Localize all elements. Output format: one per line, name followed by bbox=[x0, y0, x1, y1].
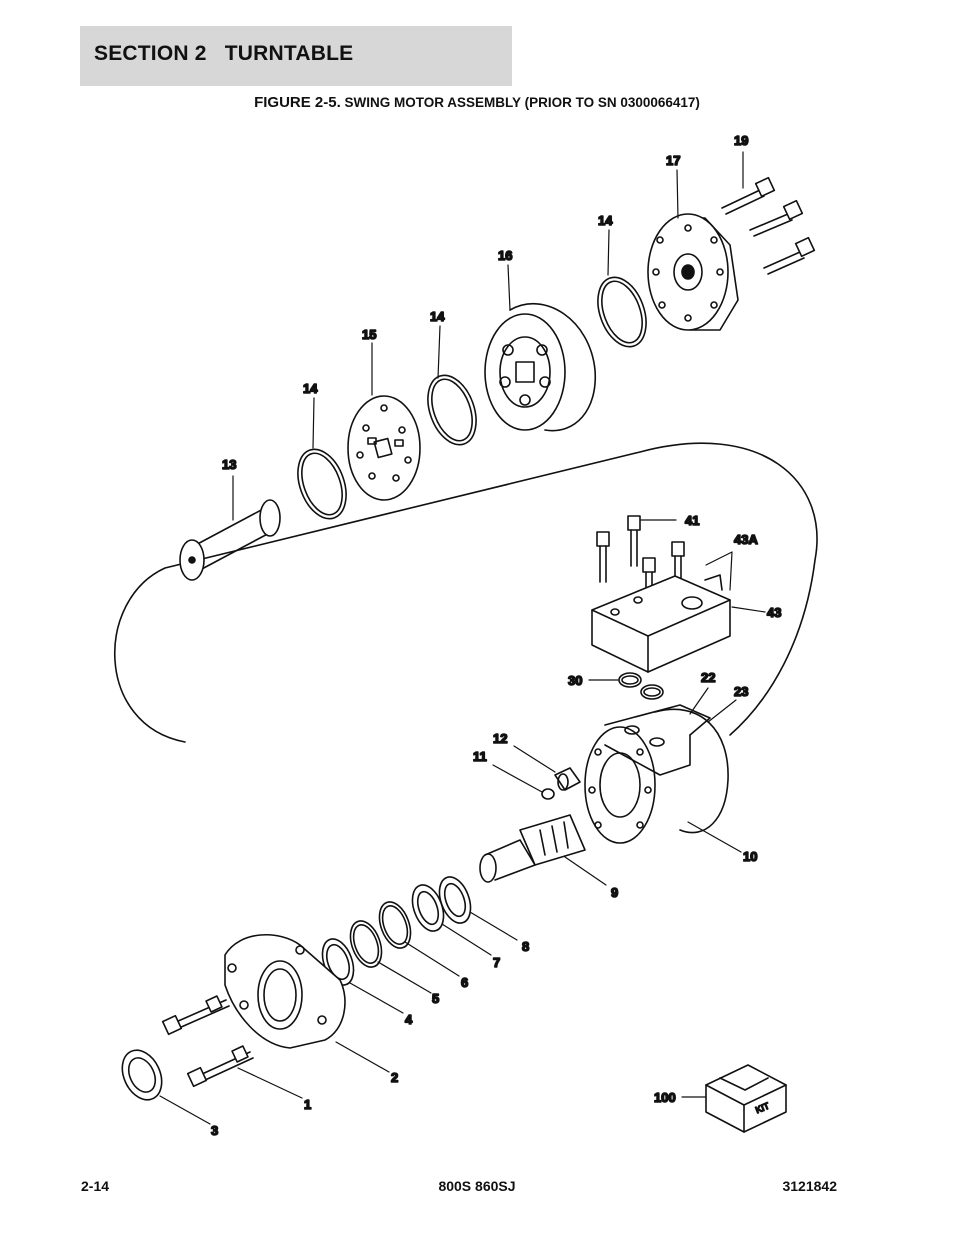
part-19-bolts bbox=[721, 176, 816, 275]
part-17-end-cap bbox=[647, 213, 739, 331]
part-11-oring bbox=[541, 788, 555, 800]
callout-2: 2 bbox=[391, 1070, 398, 1085]
callout-23: 23 bbox=[734, 684, 748, 699]
part-7-washer bbox=[411, 884, 445, 932]
callout-12: 12 bbox=[493, 731, 507, 746]
part-6-seal bbox=[378, 901, 412, 949]
callout-15: 15 bbox=[362, 327, 376, 342]
part-12-plug bbox=[554, 767, 581, 791]
callout-41: 41 bbox=[685, 513, 699, 528]
callout-16: 16 bbox=[498, 248, 512, 263]
part-43-valve-block bbox=[591, 574, 731, 673]
section-title: SECTION 2 TURNTABLE bbox=[94, 42, 354, 65]
figure-number: FIGURE 2-5. bbox=[254, 94, 341, 111]
footer-model: 800S 860SJ bbox=[438, 1178, 516, 1194]
kit-box-label: KIT bbox=[754, 1101, 771, 1116]
callout-7: 7 bbox=[493, 955, 500, 970]
callout-6: 6 bbox=[461, 975, 468, 990]
part-15-valve-plate bbox=[347, 395, 421, 501]
callout-17: 17 bbox=[666, 153, 680, 168]
part-14-oring-lower bbox=[297, 448, 347, 520]
callout-leaders bbox=[159, 151, 766, 1125]
assembly-path-loop bbox=[114, 442, 818, 743]
callout-8: 8 bbox=[522, 939, 529, 954]
part-3-seal bbox=[121, 1049, 163, 1101]
callout-19: 19 bbox=[734, 133, 748, 148]
callout-10: 10 bbox=[743, 849, 757, 864]
callout-5: 5 bbox=[432, 991, 439, 1006]
callout-22: 22 bbox=[701, 670, 715, 685]
callout-14-lower: 14 bbox=[303, 381, 318, 396]
callout-3: 3 bbox=[211, 1123, 218, 1138]
part-16-gerotor bbox=[484, 302, 596, 432]
part-14-oring-upper bbox=[597, 276, 647, 348]
callout-14-upper: 14 bbox=[598, 213, 613, 228]
callout-100: 100 bbox=[654, 1090, 676, 1105]
part-14-oring-middle bbox=[427, 374, 477, 446]
part-9-output-shaft bbox=[479, 814, 586, 883]
part-41-cap-screws bbox=[596, 515, 685, 609]
callout-9: 9 bbox=[611, 885, 618, 900]
callout-14-middle: 14 bbox=[430, 309, 445, 324]
callout-13: 13 bbox=[222, 457, 236, 472]
callout-4: 4 bbox=[405, 1012, 413, 1027]
callout-11: 11 bbox=[473, 749, 487, 764]
part-13-drive-link bbox=[179, 499, 281, 581]
part-2-mounting-flange bbox=[224, 934, 346, 1049]
figure-caption: FIGURE 2-5. SWING MOTOR ASSEMBLY (PRIOR … bbox=[0, 94, 954, 111]
footer-page-number: 2-14 bbox=[81, 1178, 110, 1194]
part-10-motor-housing bbox=[584, 704, 729, 844]
callout-30: 30 bbox=[568, 673, 582, 688]
part-1-bolts bbox=[161, 995, 254, 1088]
section-banner: SECTION 2 TURNTABLE bbox=[80, 26, 512, 86]
figure-title: SWING MOTOR ASSEMBLY (PRIOR TO SN 030006… bbox=[344, 95, 700, 110]
callout-1: 1 bbox=[304, 1097, 311, 1112]
callout-43a: 43A bbox=[734, 532, 758, 547]
part-100-kit-box bbox=[705, 1064, 787, 1133]
callout-43: 43 bbox=[767, 605, 781, 620]
part-30-seals bbox=[618, 672, 664, 700]
footer-part-number: 3121842 bbox=[782, 1178, 837, 1194]
part-5-seal bbox=[349, 920, 383, 968]
